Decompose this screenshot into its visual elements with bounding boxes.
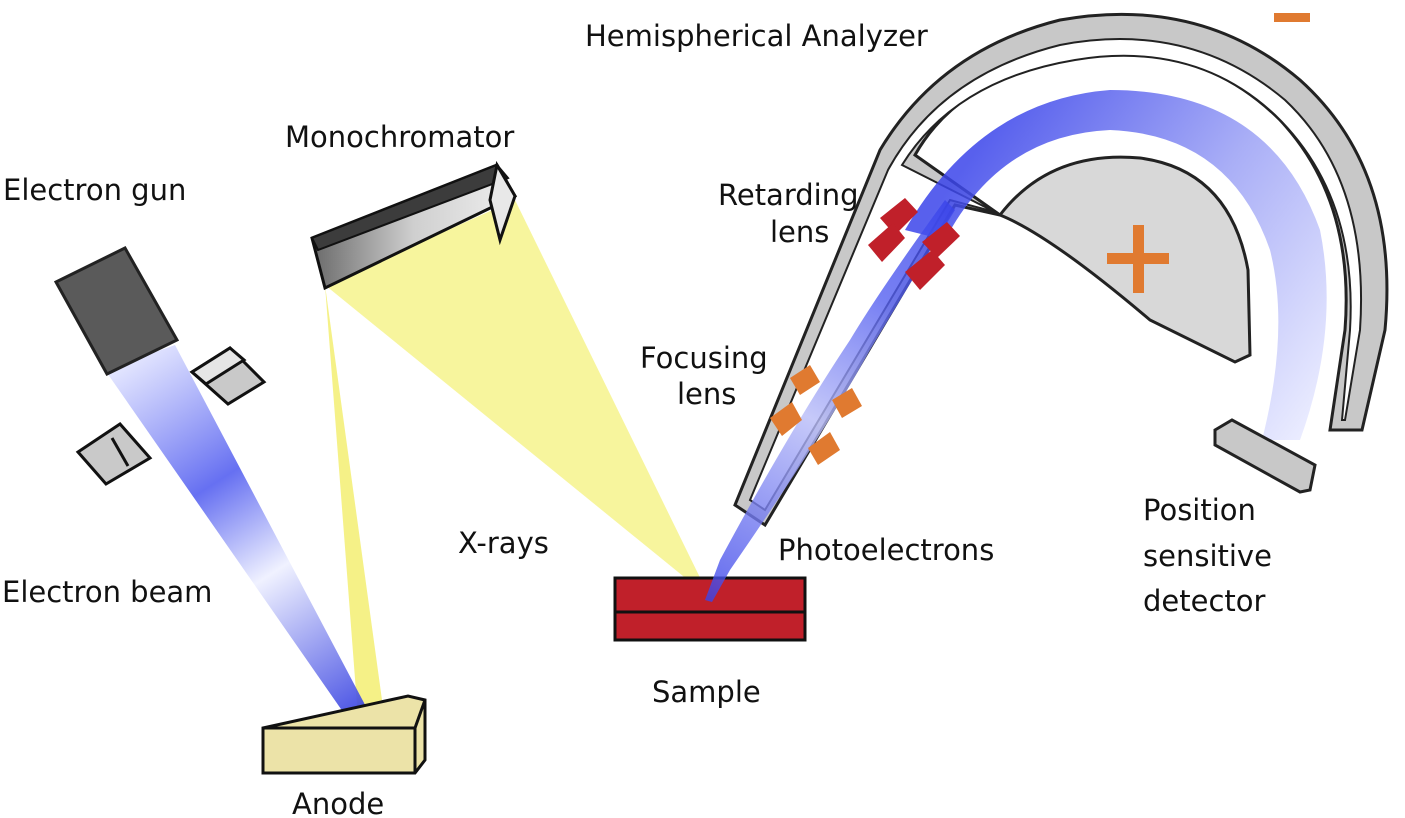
xray-beam-mono-to-sample [325, 200, 710, 598]
label-electron-gun: Electron gun [3, 173, 186, 207]
label-photoelectrons: Photoelectrons [778, 533, 994, 567]
label-focusing-line2: lens [677, 377, 736, 411]
focusing-lens [770, 365, 862, 465]
electron-gun [53, 246, 180, 376]
label-focusing-line1: Focusing [640, 341, 768, 375]
label-retarding-line1: Retarding [718, 178, 859, 212]
label-xrays: X-rays [458, 526, 549, 560]
label-anode: Anode [292, 787, 384, 818]
xray-beam-anode-to-mono [325, 285, 382, 718]
label-retarding-line2: lens [770, 215, 829, 249]
label-detector-line2: sensitive [1143, 539, 1272, 573]
xray-beams [325, 200, 710, 718]
minus-sign-icon [1274, 13, 1310, 22]
label-sample: Sample [652, 675, 761, 709]
electron-beam [105, 345, 372, 722]
position-sensitive-detector [1213, 418, 1317, 494]
deflector-plate-lower [75, 422, 153, 486]
deflector-plate-upper [189, 346, 267, 406]
anode [261, 694, 427, 775]
label-detector-line3: detector [1143, 584, 1266, 618]
label-hemispherical-analyzer: Hemispherical Analyzer [585, 19, 928, 53]
monochromator [310, 160, 518, 291]
retarding-lens [868, 198, 960, 290]
label-monochromator: Monochromator [285, 120, 514, 154]
label-detector-line1: Position [1143, 493, 1256, 527]
photoelectron-beam [705, 200, 955, 602]
analyzer-electron-trajectory [905, 90, 1327, 440]
plus-sign-icon [1107, 225, 1169, 293]
label-electron-beam: Electron beam [2, 575, 212, 609]
